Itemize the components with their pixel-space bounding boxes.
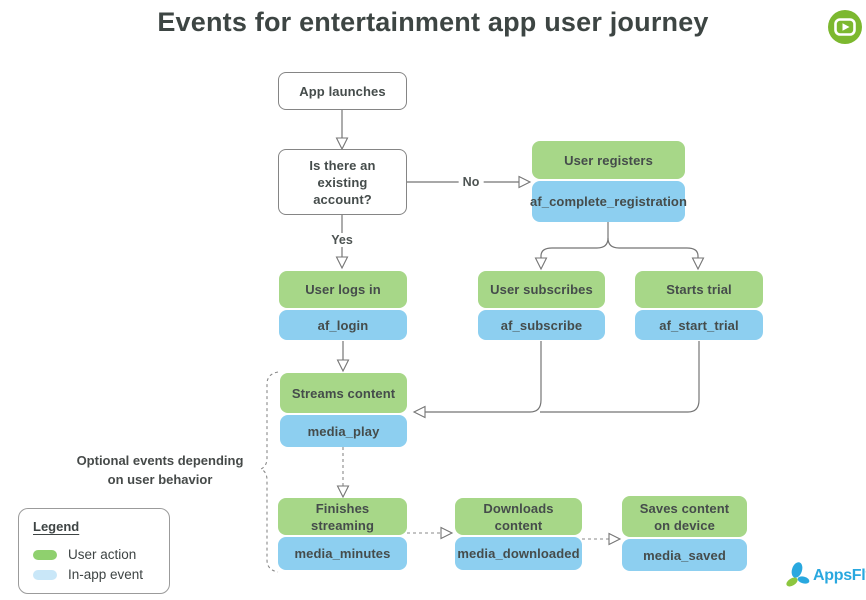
legend-item-user-action: User action	[33, 547, 155, 562]
node-downloads-content: Downloads content	[455, 498, 582, 535]
legend-title: Legend	[33, 519, 80, 534]
node-user-logs-in: User logs in	[279, 271, 407, 308]
legend-item-label: In-app event	[68, 567, 144, 582]
legend-item-in-app-event: In-app event	[33, 567, 155, 582]
appsflyer-leaves-icon	[786, 562, 810, 587]
node-starts-trial: Starts trial	[635, 271, 763, 308]
node-media-saved: media_saved	[622, 539, 747, 571]
node-af-login: af_login	[279, 310, 407, 340]
legend: Legend User action In-app event	[18, 508, 170, 594]
optional-events-annotation: Optional events depending on user behavi…	[70, 451, 250, 489]
edge-label-no: No	[458, 175, 484, 189]
in-app-event-swatch-icon	[33, 569, 57, 580]
node-app-launches: App launches	[278, 72, 407, 110]
annotation-line-1: Optional events depending	[76, 453, 244, 468]
node-media-minutes: media_minutes	[278, 537, 407, 570]
page-title: Events for entertainment app user journe…	[157, 7, 709, 37]
node-decision-existing-account: Is there an existing account?	[278, 149, 407, 215]
node-saves-content-on-device: Saves content on device	[622, 496, 747, 537]
node-finishes-streaming: Finishes streaming	[278, 498, 407, 535]
edge-label-yes: Yes	[327, 233, 357, 247]
node-af-complete-registration: af_complete_registration	[530, 181, 687, 222]
legend-item-label: User action	[68, 547, 137, 562]
node-media-downloaded: media_downloaded	[455, 537, 582, 570]
user-action-swatch-icon	[33, 549, 57, 560]
appsflyer-logo: AppsFlyer	[785, 561, 866, 591]
appsflyer-logo-text: AppsFlyer	[813, 567, 866, 584]
play-video-button[interactable]	[828, 10, 862, 44]
play-icon	[834, 18, 856, 36]
node-media-play: media_play	[280, 415, 407, 447]
node-user-registers: User registers	[532, 141, 685, 179]
annotation-line-2: on user behavior	[107, 472, 213, 487]
node-af-start-trial: af_start_trial	[635, 310, 763, 340]
node-streams-content: Streams content	[280, 373, 407, 413]
node-af-subscribe: af_subscribe	[478, 310, 605, 340]
node-user-subscribes: User subscribes	[478, 271, 605, 308]
